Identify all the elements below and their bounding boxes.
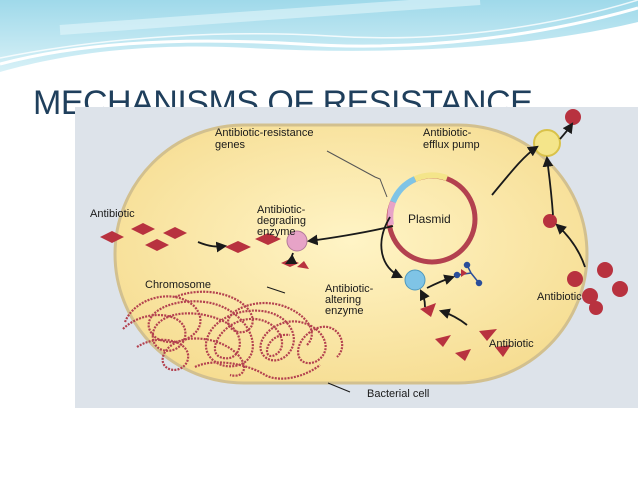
- slide-header-waves: [0, 0, 638, 80]
- label-antibiotic-left: Antibiotic: [90, 208, 135, 220]
- label-plasmid: Plasmid: [408, 212, 451, 226]
- altering-enzyme-icon: [405, 270, 425, 290]
- label-efflux-pump: Antibiotic- efflux pump: [423, 127, 480, 151]
- label-antibiotic-right: Antibiotic: [537, 291, 582, 303]
- label-chromosome: Chromosome: [145, 279, 211, 291]
- label-antibiotic-bottom: Antibiotic: [489, 338, 534, 350]
- resistance-mechanisms-diagram: Antibiotic-resistance genes Antibiotic- …: [75, 107, 638, 408]
- efflux-pump: [534, 130, 560, 156]
- label-bacterial-cell: Bacterial cell: [367, 388, 429, 400]
